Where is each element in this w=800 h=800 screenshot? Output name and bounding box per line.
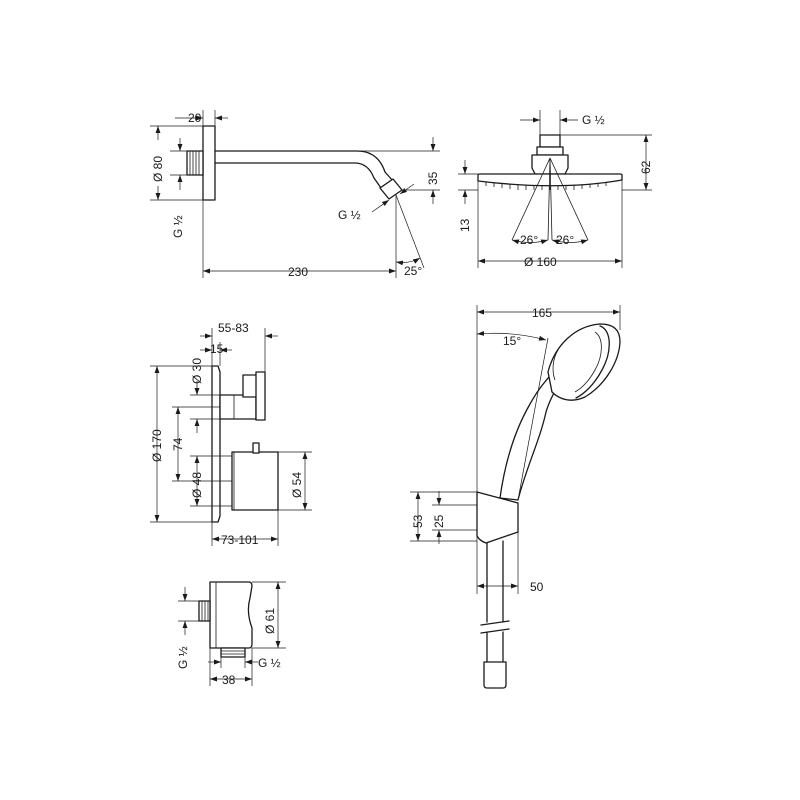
overhead-shower-dim-head-height: 13 (458, 218, 472, 232)
overhead-shower-head (477, 173, 623, 187)
hand-shower-face-inner (574, 331, 602, 393)
hand-shower-dim-holder-offset: 25 (432, 514, 446, 528)
shower-arm-wall-thread (186, 150, 204, 176)
overhead-shower-connector-top (539, 134, 561, 148)
wall-outlet-body (209, 581, 253, 649)
thermostat-dim-body-depth: 73-101 (221, 533, 259, 547)
hand-shower-hose-fitting (483, 661, 507, 689)
shower-arm-dim-outlet-angle: 25° (404, 264, 422, 278)
thermostat-stop-valve-body (219, 394, 257, 420)
shower-arm-thread-lines (189, 151, 200, 175)
thermostat-dim-cap-diameter: Ø 54 (290, 472, 304, 498)
hand-shower-neck (552, 349, 559, 381)
overhead-shower-connector-nut (536, 146, 564, 156)
hand-shower-dim-projection: 50 (530, 580, 544, 594)
thermostat-dim-spacing: 74 (171, 437, 185, 451)
shower-arm-view: 20 Ø 80 G ½ 35 G ½ 230 25° (150, 110, 440, 279)
shower-arm-dim-outlet-thread: G ½ (338, 208, 361, 222)
hand-shower-view: 165 15° 53 25 50 (410, 305, 621, 689)
thermostat-stop-valve-cap (255, 371, 266, 421)
wall-outlet-view: G ½ Ø 61 G ½ 38 (176, 581, 286, 687)
wall-outlet-dim-bottom-thread: G ½ (258, 656, 281, 670)
overhead-shower-view: G ½ 62 13 26° 26° Ø 160 (458, 110, 653, 269)
thermostat-view: 55-83 15 Ø 30 Ø 170 74 Ø 48 Ø 54 (150, 321, 312, 547)
thermostat-knob-pin (252, 442, 260, 454)
thermostat-dim-offset: 15 (210, 342, 224, 356)
overhead-shower-nozzles (485, 182, 607, 190)
wall-outlet-dim-side-thread: G ½ (176, 646, 190, 669)
overhead-shower-dim-total-height: 62 (639, 160, 653, 174)
shower-arm-wall-flange (202, 125, 216, 201)
wall-outlet-dim-height: Ø 61 (263, 608, 277, 634)
wall-outlet-dim-width: 38 (222, 673, 236, 687)
overhead-shower-dim-thread: G ½ (582, 113, 605, 127)
wall-outlet-bottom-thread (220, 647, 246, 658)
thermostat-dim-diameter-top: Ø 30 (190, 358, 204, 384)
thermostat-dim-plate-diameter: Ø 170 (150, 429, 164, 462)
overhead-shower-dim-spray-left: 26° (520, 233, 538, 247)
overhead-shower-dim-diameter: Ø 160 (524, 255, 557, 269)
shower-arm-dim-outlet-height: 35 (426, 171, 440, 185)
hand-shower-face (575, 325, 610, 399)
hand-shower-hose-lower (486, 631, 504, 663)
shower-arm-pipe-lower (214, 162, 382, 189)
thermostat-wall-plate (211, 365, 221, 523)
shower-arm-dim-arm-length: 230 (288, 265, 308, 279)
shower-arm-dim-flange-width: 20 (188, 111, 202, 125)
shower-arm-dim-wall-thread: G ½ (171, 215, 185, 238)
hand-shower-dim-angle: 15° (503, 334, 521, 348)
overhead-shower-dim-spray-right: 26° (556, 233, 574, 247)
hand-shower-dim-holder-height: 53 (411, 514, 425, 528)
hand-shower-hose-break (480, 620, 510, 634)
thermostat-dim-depth-range: 55-83 (218, 321, 249, 335)
thermostat-dim-knob-diameter: Ø 48 (190, 472, 204, 498)
hand-shower-dim-length: 165 (532, 306, 552, 320)
hand-shower-hose (486, 540, 504, 623)
hand-shower-head (547, 323, 621, 401)
shower-arm-outlet-nut (379, 178, 403, 200)
wall-outlet-side-thread (198, 600, 211, 622)
thermostat-knob-body (231, 451, 279, 511)
shower-arm-dim-flange-diameter: Ø 80 (151, 156, 165, 182)
